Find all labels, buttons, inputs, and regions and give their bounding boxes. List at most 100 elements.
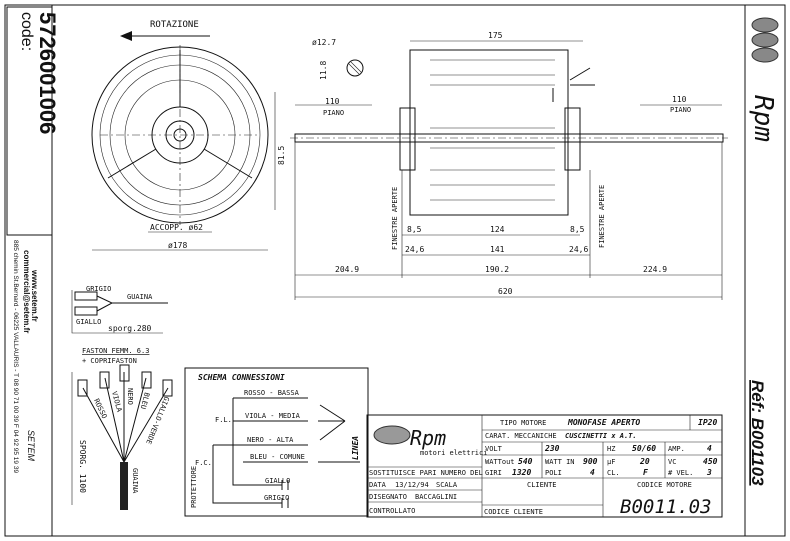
right-brand: Rpm [748, 95, 778, 142]
dim-flat-right: 110 [672, 95, 687, 104]
schema-grigio: GRIGIO [264, 494, 289, 502]
carat-label: CARAT. MECCANICHE [485, 432, 557, 440]
hz: 50/60 [632, 444, 656, 453]
coupling-dim: ACCOPP. ø62 [150, 223, 203, 232]
rpm-coil-logo [751, 17, 779, 63]
rotation-arrow-icon [120, 31, 132, 41]
setem-logo: SETEM [26, 430, 36, 462]
giri: 1320 [512, 468, 531, 477]
controllato-label: CONTROLLATO [369, 507, 415, 515]
tipo-motore: MONOFASE APERTO [567, 418, 640, 427]
codice-motore-label: CODICE MOTORE [637, 481, 692, 489]
wire-nero: NERO [126, 388, 134, 405]
poli: 4 [590, 468, 595, 477]
address: 885 chemin St.Bernard - 06225 VALLAURIS … [12, 240, 19, 473]
amp-label: AMP. [668, 445, 685, 453]
contact-group: www.setem.fr commercial@setem.fr 885 che… [12, 240, 39, 473]
shaft-diameter: ø12.7 [312, 38, 336, 47]
protrusion-1100: SPORG. 1100 [78, 440, 87, 493]
codice-motore: B0011.03 [620, 496, 712, 518]
schema-viola: VIOLA - MEDIA [245, 412, 301, 420]
code-box [6, 6, 53, 236]
wire-grigio: GRIGIO [86, 285, 111, 293]
wattout: 540 [518, 457, 533, 466]
cable-long: FASTON FEMM. 6.3 + COPRIFASTON SPORG. 11… [71, 347, 173, 510]
title-logo-text: Rpm [410, 426, 446, 450]
faston-label: FASTON FEMM. 6.3 [82, 347, 149, 355]
windows-right: FINESTRE APERTE [598, 185, 606, 248]
uf-label: µF [607, 458, 615, 466]
side-view: ø12.7 11.8 175 110 PIANO 110 PIANO FINES… [290, 31, 728, 300]
wattin-label: WATT IN [545, 458, 575, 466]
carat: CUSCINETTI x A.T. [565, 432, 637, 440]
vel-label: # VEL. [668, 469, 693, 477]
website[interactable]: www.setem.fr [30, 269, 39, 322]
data: 13/12/94 [395, 481, 429, 489]
code-value: 5726001006 [35, 12, 60, 134]
wattout-label: WATTout [485, 458, 515, 466]
dim-24-6-right: 24,6 [569, 245, 588, 254]
giri-label: GIRI [485, 469, 502, 477]
volt-label: VOLT [485, 445, 503, 453]
protrusion-280: sporg.280 [108, 324, 152, 333]
email[interactable]: commercial@setem.fr [22, 250, 31, 333]
disegnato-label: DISEGNATO [369, 493, 407, 501]
title-logo: Rpm motori elettrici [373, 425, 487, 457]
title-block: Rpm motori elettrici TIPO MOTORE MONOFAS… [366, 414, 723, 518]
scala-label: SCALA [436, 481, 458, 489]
dim-124: 124 [490, 225, 505, 234]
motor-body [409, 49, 569, 216]
windows-left: FINESTRE APERTE [391, 187, 399, 250]
data-label: DATA [369, 481, 387, 489]
cl-label: CL. [607, 469, 620, 477]
dim-190-2: 190.2 [485, 265, 509, 274]
piano-right: PIANO [670, 106, 691, 114]
uf: 20 [639, 457, 650, 466]
code-group: code: 5726001006 [18, 12, 60, 134]
poli-label: POLI [545, 469, 562, 477]
volt: 230 [544, 444, 560, 453]
sheath-label: GUAINA [127, 293, 153, 301]
cable-short: GRIGIO GIALLO GUAINA sporg.280 [71, 285, 168, 334]
amp: 4 [707, 444, 712, 453]
outer-border [4, 4, 786, 537]
rotation-label: ROTAZIONE [150, 20, 199, 30]
dim-224-9: 224.9 [643, 265, 667, 274]
schema-fc: F.C. [195, 459, 212, 467]
dim-8-5-left: 8,5 [407, 225, 422, 234]
vel: 3 [706, 468, 712, 477]
title-logo-sub: motori elettrici [420, 449, 487, 457]
cliente-label: CLIENTE [527, 481, 557, 489]
schema-nero: NERO - ALTA [247, 436, 294, 444]
codice-cliente-label: CODICE CLIENTE [484, 508, 543, 516]
schema-linea: LINEA [351, 436, 360, 460]
dim-81-5: 81.5 [277, 146, 286, 165]
connection-schema: SCHEMA CONNESSIONI ROSSO - BASSA VIOLA -… [184, 367, 369, 517]
ip-rating: IP20 [698, 418, 717, 427]
dim-204-9: 204.9 [335, 265, 359, 274]
code-label: code: [18, 12, 35, 51]
diameter-dim: ø178 [168, 241, 187, 250]
dim-flat-left: 110 [325, 97, 340, 106]
dim-24-6-left: 24,6 [405, 245, 424, 254]
front-view: ROTAZIONE 81.5 ACCOPP. ø62 ø178 [91, 20, 286, 251]
vc-label: VC [668, 458, 676, 466]
schema-rosso: ROSSO - BASSA [244, 389, 300, 397]
schema-giallo: GIALLO [265, 477, 290, 485]
dim-175: 175 [488, 31, 503, 40]
coprifaston-label: + COPRIFASTON [82, 357, 137, 365]
wattin: 900 [583, 457, 598, 466]
disegnato: BACCAGLINI [415, 493, 457, 501]
cl: F [643, 468, 648, 477]
schema-bleu: BLEU - COMUNE [250, 453, 305, 461]
flat-depth: 11.8 [319, 61, 328, 80]
dim-141: 141 [490, 245, 505, 254]
wire-giallo: GIALLO [76, 318, 101, 326]
dim-8-5-right: 8,5 [570, 225, 585, 234]
schema-protettore: PROTETTORE [190, 466, 198, 508]
tipo-motore-label: TIPO MOTORE [500, 419, 546, 427]
reference: Réf: B001103 [748, 380, 767, 486]
sostituisce-label: SOSTITUISCE PARI NUMERO DEL [369, 469, 483, 477]
